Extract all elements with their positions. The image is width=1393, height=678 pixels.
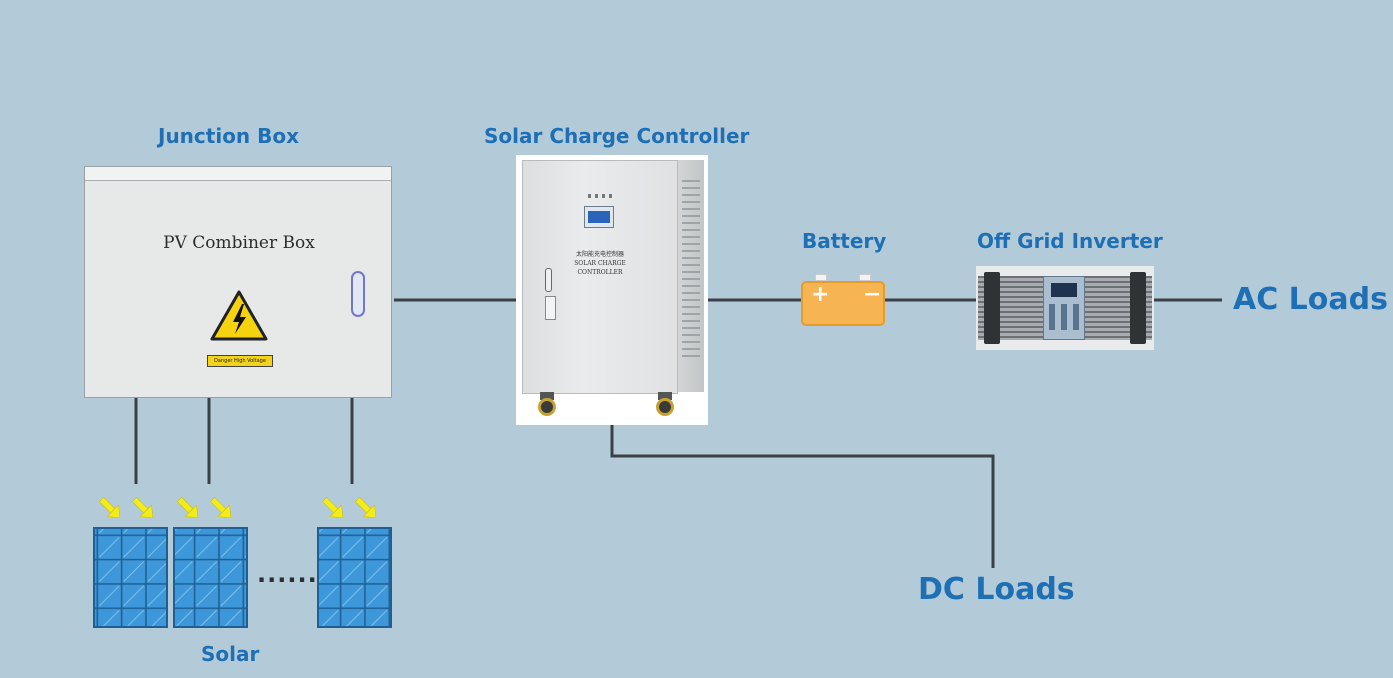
ac-loads-label: AC Loads xyxy=(1233,282,1388,317)
danger-high-voltage-plate: Danger High Voltage xyxy=(207,355,273,367)
battery-plus-sign: + xyxy=(811,282,830,307)
inverter-handle-right xyxy=(1130,272,1146,344)
combiner-box-title: PV Combiner Box xyxy=(163,233,315,253)
battery-terminal-negative xyxy=(859,274,871,281)
controller-indicator-leds xyxy=(588,194,612,198)
controller-display xyxy=(584,206,614,228)
sun-ray-arrow-icon xyxy=(99,497,121,519)
line-controller-to-dc xyxy=(610,425,995,568)
solar-panel-icon xyxy=(317,527,392,628)
inverter-handle-left xyxy=(984,272,1000,344)
sun-ray-arrow-icon xyxy=(322,497,344,519)
battery-minus-sign: − xyxy=(863,282,882,307)
wheel-mount-right xyxy=(658,392,672,400)
battery-label: Battery xyxy=(802,229,887,253)
wheel-mount-left xyxy=(540,392,554,400)
sun-ray-arrow-icon xyxy=(210,497,232,519)
solar-label: Solar xyxy=(201,642,260,666)
dc-loads-label: DC Loads xyxy=(918,572,1075,607)
controller-warning-sticker xyxy=(545,296,556,320)
controller-vents xyxy=(682,180,700,360)
sun-ray-arrow-icon xyxy=(355,497,377,519)
combiner-box-lid xyxy=(85,167,391,181)
panel-ellipsis: ...... xyxy=(257,560,318,588)
battery: + − xyxy=(801,281,885,326)
sun-ray-arrow-icon xyxy=(177,497,199,519)
inverter-screen xyxy=(1051,283,1077,297)
junction-box-label: Junction Box xyxy=(158,124,300,148)
battery-terminal-positive xyxy=(815,274,827,281)
controller-door-handle xyxy=(545,268,552,292)
sun-ray-arrow-icon xyxy=(132,497,154,519)
pv-combiner-box: PV Combiner Box Danger High Voltage xyxy=(84,166,392,398)
solar-charge-controller-label: Solar Charge Controller xyxy=(484,124,750,148)
inverter-buttons xyxy=(1049,304,1079,330)
solar-panel-icon xyxy=(173,527,248,628)
combiner-box-handle xyxy=(351,271,365,317)
solar-panel-icon xyxy=(93,527,168,628)
controller-nameplate: 太阳能充电控制器 SOLAR CHARGE CONTROLLER xyxy=(574,251,626,276)
warning-triangle-icon xyxy=(210,290,268,341)
controller-wheel-right xyxy=(656,398,674,416)
controller-wheel-left xyxy=(538,398,556,416)
off-grid-inverter-label: Off Grid Inverter xyxy=(977,229,1163,253)
